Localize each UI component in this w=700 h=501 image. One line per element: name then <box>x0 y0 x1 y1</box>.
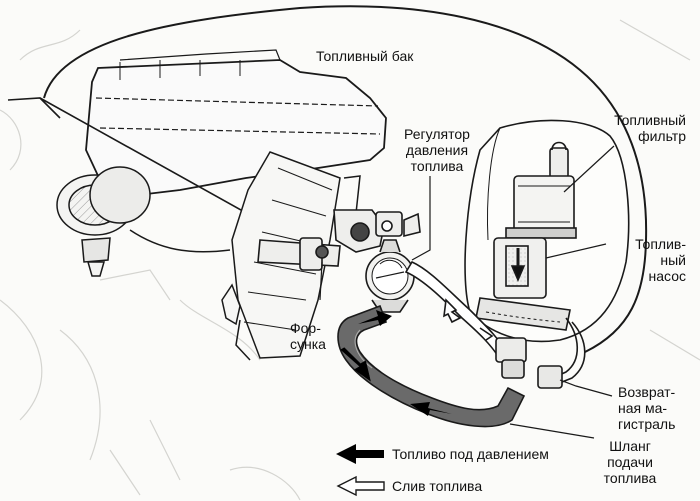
legend-arrows <box>336 444 385 497</box>
engine-parts-left <box>56 166 231 277</box>
label-return-line: Возврат- ная ма- гистраль <box>618 384 676 432</box>
leader-lines <box>319 145 615 439</box>
label-fuel-pump: Топлив- ный насос <box>635 236 686 284</box>
fuel-filter <box>505 141 577 239</box>
drain-pipe <box>404 260 527 379</box>
label-supply-hose: Шланг подачи топлива <box>603 438 657 486</box>
legend-drain-label: Слив топлива <box>392 478 483 494</box>
supply-hose <box>337 304 526 428</box>
pressure-gauge <box>365 239 415 313</box>
label-fuel-tank: Топливный бак <box>316 48 414 64</box>
label-fuel-filter: Топливный фильтр <box>614 112 686 144</box>
return-line <box>537 317 586 389</box>
label-pressure-regulator: Регулятор давления топлива <box>404 126 470 174</box>
background-engine-sketch <box>0 19 700 501</box>
label-injector: Фор- сунка <box>290 320 326 352</box>
fuel-pump <box>475 237 571 331</box>
legend-pressure-label: Топливо под давлением <box>392 446 549 462</box>
injector <box>257 237 341 271</box>
pressure-regulator <box>333 209 421 253</box>
